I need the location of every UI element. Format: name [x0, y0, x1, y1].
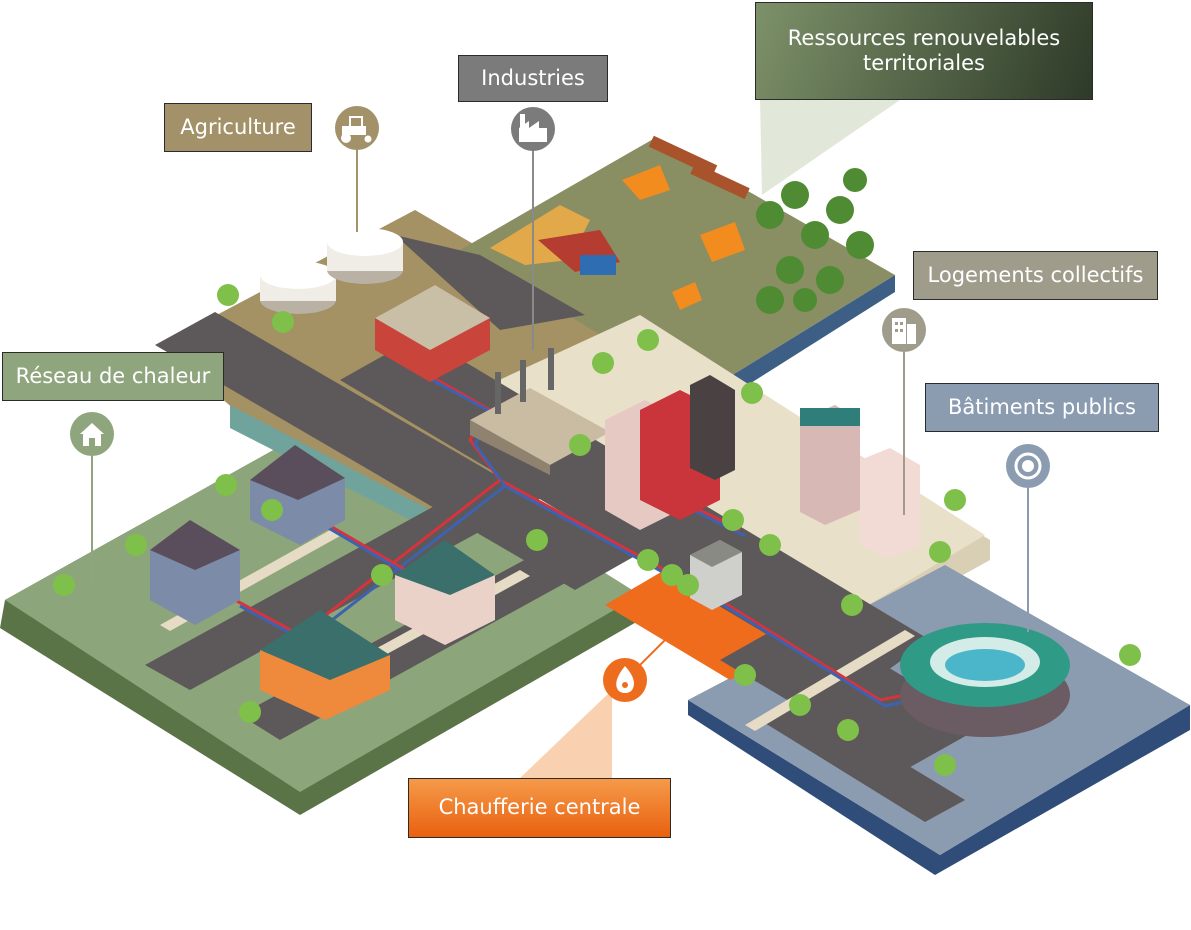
forestry-machines: [622, 135, 750, 310]
street-trees: [53, 284, 1141, 776]
label-agriculture: Agriculture: [164, 103, 312, 152]
ressources-callout-beam: [760, 100, 900, 195]
label-logements-collectifs: Logements collectifs: [913, 251, 1158, 300]
label-agriculture-text: Agriculture: [180, 114, 296, 139]
storage-silos: [260, 228, 403, 314]
forest-plate: [460, 138, 895, 412]
public-aquatic-centre: [900, 623, 1070, 737]
farm-barn: [375, 285, 490, 382]
label-reseau-de-chaleur: Réseau de chaleur: [2, 352, 224, 401]
factory-icon: [511, 107, 555, 151]
label-batiments-text: Bâtiments publics: [947, 394, 1136, 419]
apartment-building-icon: [882, 308, 926, 352]
label-batiments-publics: Bâtiments publics: [925, 383, 1159, 432]
label-industries-text: Industries: [481, 65, 585, 90]
label-logements-text: Logements collectifs: [927, 262, 1144, 287]
label-industries: Industries: [458, 55, 608, 102]
label-chaufferie-centrale: Chaufferie centrale: [408, 778, 671, 838]
chaufferie-callout-beam: [520, 690, 612, 778]
stadium-icon: [1006, 444, 1050, 488]
tractor-icon: [335, 106, 379, 150]
house-icon: [70, 412, 114, 456]
forest-trees: [756, 168, 874, 314]
label-ressources-renouvelables: Ressources renouvelables territoriales: [755, 2, 1093, 100]
label-ressources-line1: Ressources renouvelables: [787, 25, 1061, 50]
label-ressources-line2: territoriales: [862, 51, 985, 75]
boiler-building: [690, 540, 742, 610]
wood-chip-pile: [490, 205, 620, 275]
residential-houses: [150, 445, 495, 720]
flame-icon: [603, 658, 647, 702]
label-reseau-text: Réseau de chaleur: [15, 363, 211, 388]
label-chaufferie-text: Chaufferie centrale: [438, 795, 641, 820]
